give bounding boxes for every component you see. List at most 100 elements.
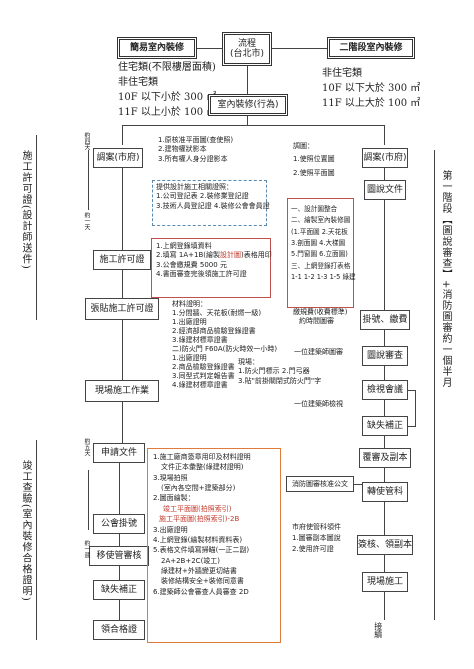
criteria-line: 住宅類(不限樓層面積) bbox=[118, 62, 216, 73]
list-item: 裝修結構安全+裝修同意書 bbox=[161, 577, 244, 586]
list-item: 三、上網登錄打表格 bbox=[291, 261, 351, 270]
fire-approval-box: 消防圖審核准公文 bbox=[286, 476, 354, 492]
architect-review-note: 一位建築師圖審 bbox=[294, 348, 343, 356]
apply-documents-box: 申請文件 bbox=[93, 443, 145, 463]
simple-renovation-box: 簡易室內裝修 bbox=[117, 37, 197, 59]
list-item: 現場： bbox=[238, 358, 259, 366]
list-item: 2.使照平面圖 bbox=[293, 168, 335, 177]
list-item: 3.綠建材標章證書 bbox=[172, 335, 228, 344]
design-credentials-list: 提供設計施工相關證照： 1.公司登記表 2.裝修業登記證 3.技術人員登記證 4… bbox=[156, 183, 270, 211]
review-meeting-box: 檢視會議 bbox=[362, 380, 408, 400]
list-item: 1.防火門標示 2.門弓器 bbox=[238, 367, 310, 376]
list-item: 3.出廠證明 bbox=[153, 525, 188, 534]
list-item: 2.商品檢驗登錄證書 bbox=[172, 362, 235, 371]
design-credentials-box bbox=[152, 180, 267, 226]
certificate-box: 領合格證 bbox=[93, 620, 145, 640]
list-item: 2.填寫 1A+1B(繪製設計圖)表格用印 bbox=[156, 251, 272, 260]
list-item: 約時間圖審 bbox=[299, 317, 334, 326]
design-work-list: 一、設計圖整合 二、繪製室內裝修圖 (1.平面圖 2.天花板 3.剖面圖 4.大… bbox=[291, 204, 356, 283]
recheck-copy-box: 覆審及副本 bbox=[359, 448, 411, 468]
defect-correction-box: 缺失補正 bbox=[93, 580, 145, 600]
process-title: 流程 bbox=[237, 38, 256, 49]
renovation-action-box: 室內裝修(行為) bbox=[208, 94, 288, 116]
list-item: 3.公會繳規費 5000 元 bbox=[156, 260, 227, 269]
site-work-box: 現場施工作業 bbox=[85, 380, 159, 402]
list-item: 3.現場拍照 bbox=[153, 473, 188, 482]
list-item: 2.圖面繪製： bbox=[153, 494, 195, 503]
list-item: 一、設計圖整合 bbox=[291, 205, 338, 213]
list-item: 二)防火門 F60A(防火時效一小時) bbox=[172, 344, 278, 353]
fee-note: 繳規費(收費標準) 約時間圖審 bbox=[293, 308, 347, 327]
list-item: 市府使管科領件 bbox=[292, 523, 341, 531]
duration-four-days: 約四天 bbox=[83, 132, 90, 150]
duration-one-day: 約一天 bbox=[83, 212, 90, 230]
list-item: 3.貼"前掛關閉式防火門"字 bbox=[238, 376, 322, 385]
list-item: 1.原核准平面圖(查使照) bbox=[158, 136, 234, 144]
list-item: 1.使照位置圖 bbox=[293, 155, 335, 164]
construction-permit-box: 施工許可證 bbox=[93, 250, 151, 270]
list-title: 提供設計施工相關證照： bbox=[156, 183, 233, 191]
register-fee-box: 掛號、繳費 bbox=[360, 310, 410, 330]
list-item: 施工平面圖(拍照索引)-2B bbox=[159, 515, 240, 524]
list-item: 3.技術人員登記證 4.裝修公會會員證 bbox=[156, 201, 270, 210]
list-item: 二、繪製室內裝修圖 bbox=[291, 216, 351, 225]
permit-steps-box bbox=[151, 238, 271, 298]
completion-stage-label: 竣工查驗(室內裝修合格證明) bbox=[20, 460, 31, 602]
list-item: 6.建築師公會審查人員審查 2D bbox=[153, 587, 249, 596]
list-title: 調圖： bbox=[293, 142, 314, 150]
apply-city-box: 調案(市府) bbox=[93, 148, 143, 168]
highlight-design: 設計圖 bbox=[220, 251, 241, 260]
duration-one-week: 約一週 bbox=[83, 540, 90, 558]
list-item: 1.出廠證明 bbox=[172, 317, 207, 326]
site-work-right-box: 現場施工 bbox=[362, 572, 408, 592]
two-stage-renovation-box: 二階段室內裝修 bbox=[327, 37, 415, 59]
architect-check-note: 一位建築師檢視 bbox=[294, 400, 343, 408]
list-item: 2.經濟部商品檢驗登錄證書 bbox=[172, 326, 256, 335]
list-item: 4.上網登錄(繪製材料資料表) bbox=[153, 535, 243, 544]
process-subtitle: (台北市) bbox=[229, 49, 265, 59]
list-item: 綠建材+外牆變更切結書 bbox=[161, 566, 237, 575]
completion-steps-box bbox=[147, 448, 281, 643]
list-item: 3.剖面圖 4.大樣圖 bbox=[291, 238, 346, 247]
list-item: 5.表格文件填寫掃瞄(一正二副) bbox=[153, 546, 250, 555]
permit-steps-list: 1.上網登錄填資料 2.填寫 1A+1B(繪製設計圖)表格用印 3.公會繳規費 … bbox=[156, 242, 272, 280]
criteria-line: 11F 以上大於 100 ㎡ bbox=[322, 98, 421, 109]
list-item: 1.上網登錄填資料 bbox=[156, 242, 212, 250]
apply-city-right-box: 調案(市府) bbox=[362, 148, 408, 168]
list-title: 材料證明： bbox=[172, 300, 207, 308]
city-collect-list: 市府使管科領件 1.圖審副本圖說 2.使用許可證 bbox=[292, 522, 341, 556]
criteria-line: 10F 以下小於 300 ㎡ bbox=[118, 92, 217, 103]
left-top-criteria: 住宅類(不限樓層面積) 非住宅類 10F 以下小於 300 ㎡ 11F 以上小於… bbox=[118, 60, 216, 120]
list-item: (1.平面圖 2.天花板 bbox=[291, 227, 348, 236]
process-box: 流程 (台北市) bbox=[222, 32, 272, 66]
materials-list: 材料證明： 1.分間牆、天花板(耐燃一級) 1.出廠證明 2.經濟部商品檢驗登錄… bbox=[172, 300, 277, 390]
completion-steps-list: 1.施工廠商簽章用印及材料證明 文件正本彙整(綠建材證明) 3.現場拍照 (室內… bbox=[153, 452, 251, 597]
continue-label: 接續 bbox=[373, 622, 383, 638]
survey-list: 調圖： 1.使照位置圖 2.使照平面圖 bbox=[293, 140, 335, 180]
permit-stage-label: 施工許可證(設計師送件) bbox=[20, 150, 31, 270]
list-item: 文件正本彙整(綠建材證明) bbox=[161, 463, 244, 472]
design-work-box bbox=[287, 198, 354, 308]
right-top-criteria: 非住宅類 10F 以下大於 300 ㎡ 11F 以上大於 100 ㎡ bbox=[322, 66, 420, 111]
list-item: 2.建物權狀影本 bbox=[158, 145, 207, 154]
list-item: 4.綠建材標章證書 bbox=[172, 380, 228, 389]
list-item: 2A+2B+2C(竣工) bbox=[161, 556, 221, 565]
required-docs-list: 1.原核准平面圖(查使照) 2.建物權狀影本 3.所有權人身分證影本 bbox=[158, 136, 233, 164]
duration-five-days: 約五天 bbox=[83, 438, 90, 456]
list-item: (室內各空間+建築部分) bbox=[161, 484, 236, 493]
post-permit-box: 張貼施工許可證 bbox=[85, 298, 159, 320]
defect-correction-right-box: 缺失補正 bbox=[362, 416, 408, 436]
drawing-documents-box: 圖說文件 bbox=[364, 180, 406, 200]
list-item: 1.公司登記表 2.裝修業登記證 bbox=[156, 192, 249, 201]
guild-register-box: 公會掛號 bbox=[93, 514, 145, 534]
transfer-review-box: 移使管審核 bbox=[89, 546, 149, 566]
list-item: 繳規費(收費標準) bbox=[293, 308, 348, 316]
list-item: 2.使用許可證 bbox=[292, 545, 334, 554]
site-notes-list: 現場： 1.防火門標示 2.門弓器 3.貼"前掛關閉式防火門"字 bbox=[238, 358, 321, 386]
list-item: 竣工平面圖(拍照索引) bbox=[163, 504, 232, 513]
list-item: 3.所有權人身分證影本 bbox=[158, 154, 228, 163]
list-item: 1.施工廠商簽章用印及材料證明 bbox=[153, 453, 251, 461]
list-item: 3.同型式判定報告書 bbox=[172, 371, 235, 380]
criteria-line: 11F 以上小於 100 ㎡ bbox=[118, 107, 217, 118]
criteria-line: 非住宅類 bbox=[118, 77, 158, 88]
